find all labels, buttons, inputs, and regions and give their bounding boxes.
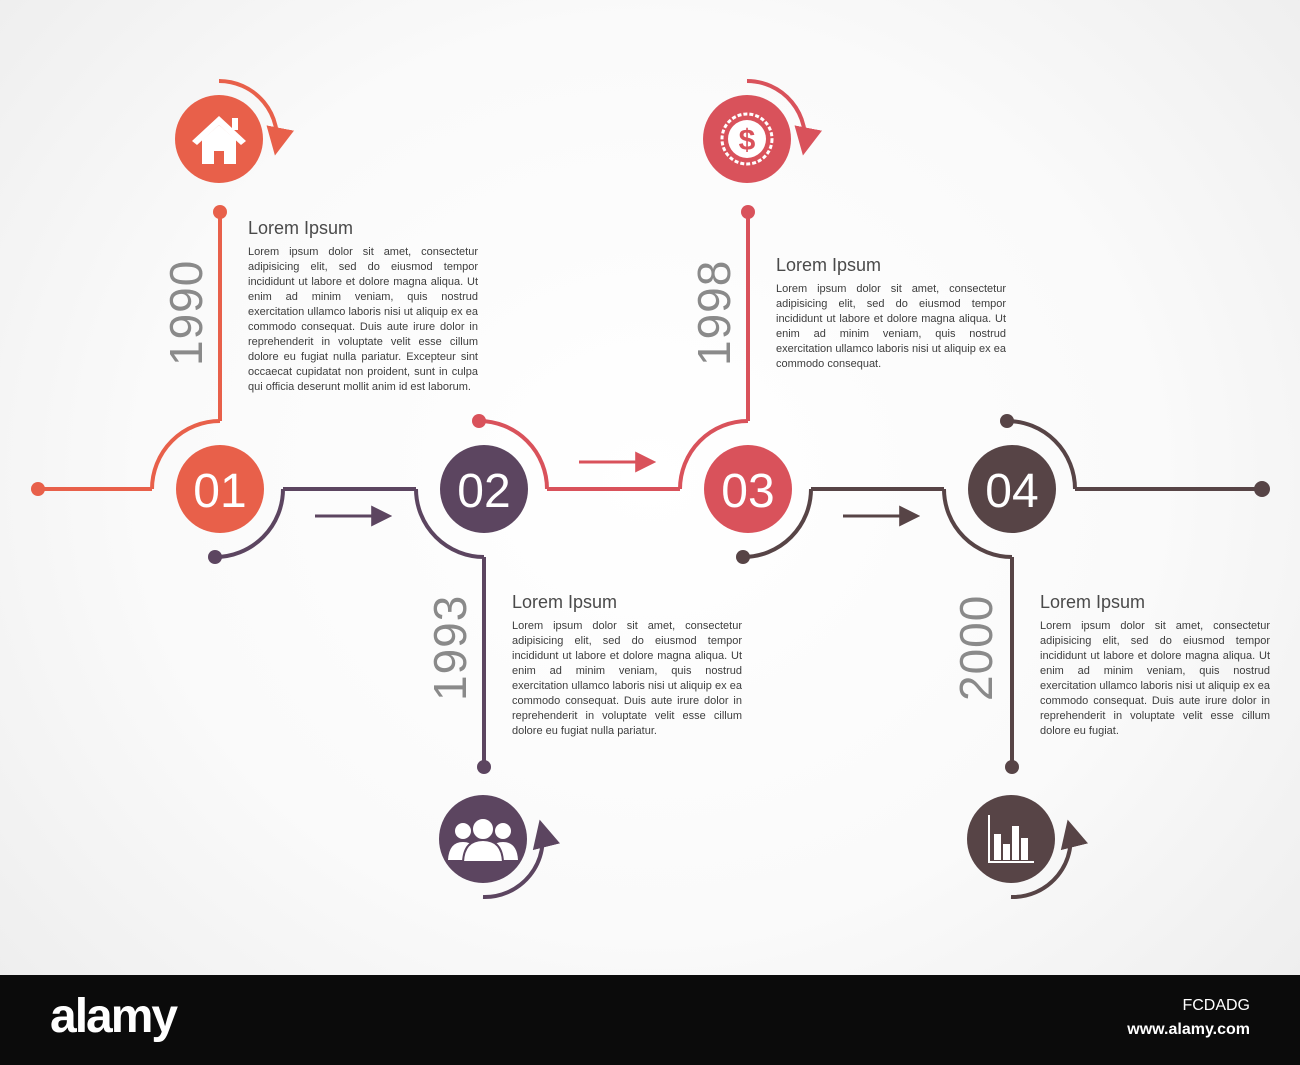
step-4-icon-badge [967, 795, 1055, 883]
dollar-coin-icon: $ [720, 112, 774, 166]
step-4-bottom-dot [1005, 760, 1019, 774]
step-3-body: Lorem ipsum dolor sit amet, consectetur … [776, 283, 1006, 370]
step-2-left-dot [208, 550, 222, 564]
timeline-diagram: 01 02 03 $ [31, 78, 1270, 900]
step-4-node[interactable] [968, 445, 1056, 533]
image-id: FCDADG [1182, 997, 1250, 1014]
step-2-connectors [214, 487, 486, 767]
step-2-title: Lorem Ipsum [512, 592, 618, 612]
step-4-body: Lorem ipsum dolor sit amet, consectetur … [1040, 620, 1270, 737]
step-2-number: 02 [457, 465, 510, 518]
step-3-text-block: Lorem Ipsum Lorem ipsum dolor sit amet, … [776, 255, 1006, 372]
step-3-year: 1998 [688, 259, 740, 366]
step-3-top-dot [741, 205, 755, 219]
step-1-body: Lorem ipsum dolor sit amet, consectetur … [248, 246, 478, 393]
step-1-year: 1990 [160, 259, 212, 366]
brand-logo: alamy [50, 990, 178, 1043]
step-4-connectors [742, 419, 1262, 767]
site-url: www.alamy.com [1127, 1021, 1250, 1038]
step-2-text-block: Lorem Ipsum Lorem ipsum dolor sit amet, … [512, 592, 742, 739]
step-1-number: 01 [193, 465, 246, 518]
step-1-start-dot [31, 482, 45, 496]
step-3-number: 03 [721, 465, 774, 518]
step-3-left-dot [472, 414, 486, 428]
step-1-text-block: Lorem Ipsum Lorem ipsum dolor sit amet, … [248, 218, 478, 395]
step-4-title: Lorem Ipsum [1040, 592, 1146, 612]
step-1-title: Lorem Ipsum [248, 218, 354, 238]
step-1-connectors [38, 212, 222, 491]
bar-chart-icon [988, 815, 1034, 863]
svg-text:$: $ [739, 124, 756, 157]
step-4-left-dot [736, 550, 750, 564]
step-1-cycle-arrow [218, 78, 294, 156]
step-2-year: 1993 [424, 594, 476, 701]
timeline-end-dot [1254, 481, 1270, 497]
step-3-cycle-arrow [746, 78, 822, 156]
step-3-node[interactable] [704, 445, 792, 533]
step-3-connectors [478, 212, 750, 491]
step-3-title: Lorem Ipsum [776, 255, 882, 275]
step-4-number: 04 [985, 465, 1038, 518]
step-4-top-dot [1000, 414, 1014, 428]
house-icon [192, 116, 246, 164]
step-1-top-dot [213, 205, 227, 219]
people-icon [448, 817, 518, 863]
step-1-node[interactable] [176, 445, 264, 533]
step-4-text-block: Lorem Ipsum Lorem ipsum dolor sit amet, … [1040, 592, 1270, 739]
step-2-bottom-dot [477, 760, 491, 774]
step-4-year: 2000 [950, 594, 1002, 701]
step-4-cycle-arrow [1010, 819, 1088, 900]
step-2-cycle-arrow [482, 819, 560, 900]
step-2-body: Lorem ipsum dolor sit amet, consectetur … [512, 620, 742, 737]
watermark-footer: alamy FCDADG www.alamy.com [0, 975, 1300, 1065]
step-2-node[interactable] [440, 445, 528, 533]
